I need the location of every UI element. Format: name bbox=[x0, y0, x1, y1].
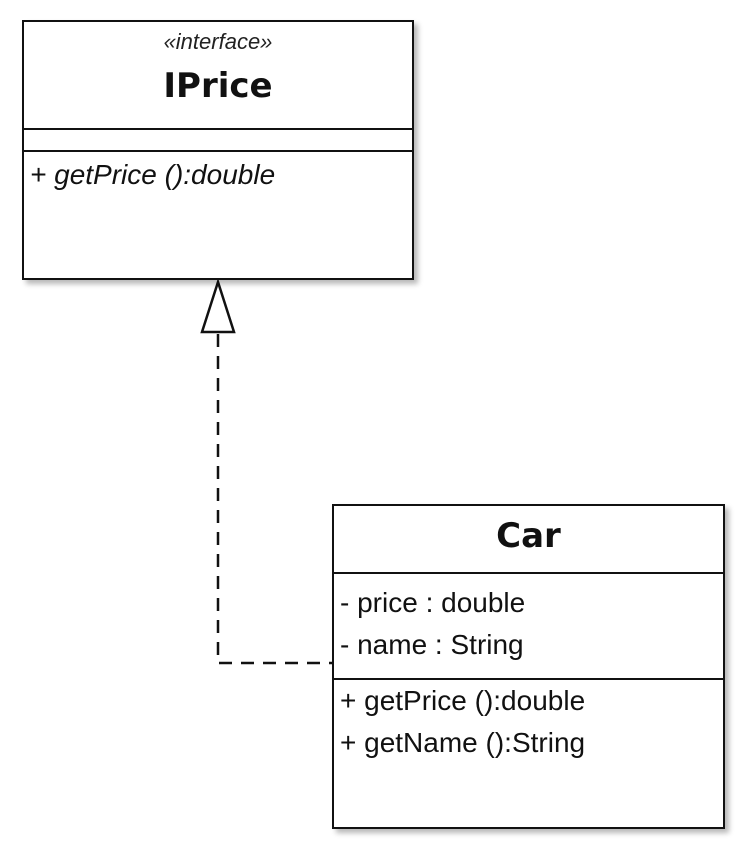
car-name-compartment: Car bbox=[334, 506, 723, 574]
iprice-operations-compartment: + getPrice ():double bbox=[24, 152, 412, 196]
car-attribute-name: - name : String bbox=[340, 629, 524, 660]
realization-arrowhead-icon bbox=[200, 277, 236, 334]
class-box-car[interactable]: Car - price : double - name : String + g… bbox=[332, 504, 725, 829]
iprice-operation-getprice: + getPrice ():double bbox=[30, 159, 276, 190]
iprice-stereotype: «interface» bbox=[163, 29, 273, 54]
class-box-iprice[interactable]: «interface» IPrice + getPrice ():double bbox=[22, 20, 414, 280]
car-operation-getprice: + getPrice ():double bbox=[340, 685, 586, 716]
realization-dashed-line bbox=[216, 334, 332, 665]
car-attribute-price: - price : double bbox=[340, 587, 526, 618]
iprice-name-compartment: «interface» IPrice bbox=[24, 22, 412, 130]
car-operations-compartment: + getPrice ():double + getName ():String bbox=[334, 680, 723, 764]
car-operation-getname: + getName ():String bbox=[340, 727, 586, 758]
car-class-name: Car bbox=[496, 516, 561, 556]
car-attributes-compartment: - price : double - name : String bbox=[334, 574, 723, 680]
iprice-attributes-compartment bbox=[24, 130, 412, 152]
iprice-class-name: IPrice bbox=[163, 66, 273, 106]
